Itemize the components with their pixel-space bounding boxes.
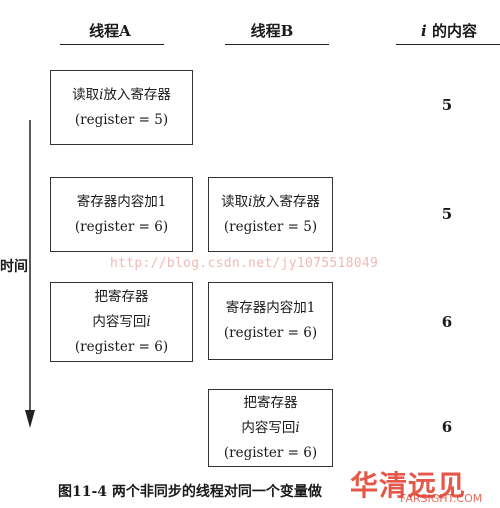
step-register-value: (register = 6) bbox=[223, 325, 318, 341]
thread-a-step-1-box: 读取i放入寄存器 (register = 5) bbox=[50, 70, 193, 145]
thread-a-header: 线程A bbox=[89, 22, 131, 40]
i-value-row-4: 6 bbox=[441, 418, 453, 436]
step-register-value: (register = 5) bbox=[223, 218, 318, 235]
step-text-line-2: 内容写回i bbox=[241, 419, 300, 436]
step-text-line-1: 寄存器内容加1 bbox=[76, 193, 167, 210]
url-watermark: http://blog.csdn.net/jy1075518049 bbox=[110, 256, 379, 271]
logo-watermark: 华清远见 bbox=[350, 469, 467, 502]
step-register-value: (register = 5) bbox=[74, 111, 169, 128]
thread-b-header: 线程B bbox=[250, 22, 294, 40]
variable-i: i bbox=[295, 419, 300, 436]
figure-caption: 图11-4 两个非同步的线程对同一个变量做 bbox=[58, 484, 322, 500]
step-text-line-1: 把寄存器 bbox=[94, 288, 149, 305]
variable-i: i bbox=[421, 22, 427, 40]
thread-a-step-3-box: 把寄存器 内容写回i (register = 6) bbox=[50, 282, 193, 362]
time-axis-arrowhead bbox=[25, 410, 35, 428]
value-column-header-label: 的内容 bbox=[426, 22, 477, 40]
step-text-line-1: 把寄存器 bbox=[243, 394, 298, 411]
thread-b-step-2-box: 寄存器内容加1 (register = 6) bbox=[208, 282, 333, 360]
variable-i: i bbox=[248, 193, 253, 210]
step-text-line-1: 寄存器内容加1 bbox=[225, 300, 316, 316]
thread-b-step-1-box: 读取i放入寄存器 (register = 5) bbox=[208, 177, 333, 252]
thread-a-header-underline bbox=[60, 44, 164, 45]
step-register-value: (register = 6) bbox=[74, 218, 169, 235]
step-register-value: (register = 6) bbox=[223, 444, 318, 461]
thread-b-header-underline bbox=[225, 44, 329, 45]
variable-i: i bbox=[99, 86, 104, 103]
value-column-header-underline bbox=[396, 44, 500, 45]
step-text-line-1: 读取i放入寄存器 bbox=[221, 193, 320, 210]
i-value-row-1: 5 bbox=[441, 96, 453, 114]
thread-b-step-3-box: 把寄存器 内容写回i (register = 6) bbox=[208, 389, 333, 467]
i-value-row-2: 5 bbox=[441, 205, 453, 223]
step-text-line-1: 读取i放入寄存器 bbox=[72, 86, 171, 103]
logo-watermark-sub: FARSIGHT.COM bbox=[400, 492, 483, 505]
i-value-row-3: 6 bbox=[441, 313, 453, 331]
thread-a-step-2-box: 寄存器内容加1 (register = 6) bbox=[50, 177, 193, 252]
time-axis-label: 时间 bbox=[0, 259, 28, 275]
step-text-line-2: 内容写回i bbox=[92, 313, 151, 330]
variable-i: i bbox=[146, 313, 151, 330]
value-column-header: i 的内容 bbox=[404, 20, 494, 41]
step-register-value: (register = 6) bbox=[74, 338, 169, 355]
time-axis bbox=[25, 120, 35, 428]
